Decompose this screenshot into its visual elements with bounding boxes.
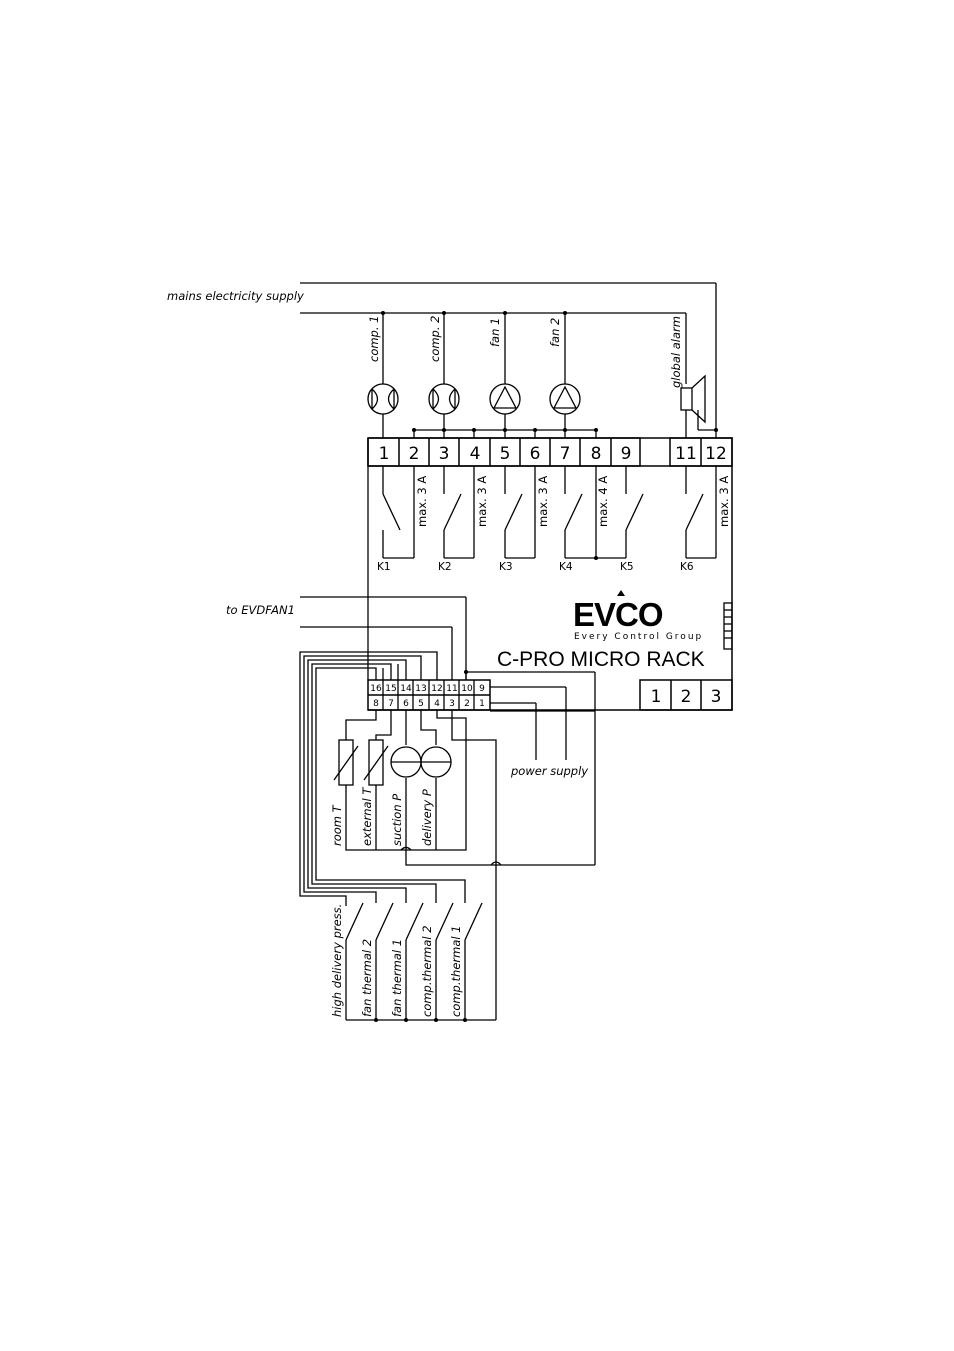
load-drops [382,313,716,438]
pin-13: 13 [415,684,426,694]
suction-p-transducer [390,746,422,778]
terminal-8: 8 [591,444,602,464]
high-delivery-press-label: high delivery press. [330,904,344,1017]
evdfan-lines [300,596,467,680]
top-terminal-block [367,437,733,467]
terminal-7: 7 [560,444,571,464]
pin-8: 8 [373,699,379,709]
external-t-label: external T [360,787,374,846]
fan2-symbol [549,383,581,415]
logo-tagline: Every Control Group [574,632,703,642]
power-supply-label: power supply [510,764,588,778]
pin-16: 16 [370,684,382,694]
pin-3: 3 [449,699,455,709]
bottom-right-terminal-block [639,679,733,711]
junction-dots [381,311,718,432]
evco-logo: EVCO Every Control Group [573,590,703,642]
comp-thermal-2-label: comp.thermal 2 [420,925,434,1017]
rating-k3: max. 3 A [536,476,550,527]
pin-12: 12 [431,684,442,694]
comp1-label: comp. 1 [367,316,381,363]
fan-thermal-1-label: fan thermal 1 [390,939,404,1017]
relay-k2-label: K2 [438,561,452,573]
pin-5: 5 [418,699,424,709]
evdfan-label: to EVDFAN1 [226,603,295,617]
mains-lines [300,282,717,438]
terminal-6: 6 [530,444,541,464]
pin-14: 14 [400,684,412,694]
terminal-12: 12 [705,444,727,464]
pin-9: 9 [479,684,485,694]
pin-4: 4 [434,699,440,709]
mains-supply-label: mains electricity supply [167,289,304,303]
pin-1: 1 [479,699,485,709]
terminal-4: 4 [470,444,481,464]
global-alarm-label: global alarm [669,316,683,388]
fan1-symbol [489,383,521,415]
model-name: C-PRO MICRO RACK [497,648,705,671]
fan2-label: fan 2 [548,318,562,347]
terminal-5: 5 [500,444,511,464]
logo-brand: EVCO [573,596,663,633]
relay-k6-label: K6 [680,561,694,573]
external-t-probe [363,739,389,786]
side-connector [723,602,733,650]
terminal-3: 3 [439,444,450,464]
room-t-label: room T [330,804,344,846]
terminal-2: 2 [409,444,420,464]
logo-triangle-icon [617,590,625,596]
pin-6: 6 [403,699,409,709]
terminal-9: 9 [621,444,632,464]
comp-thermal-1-label: comp.thermal 1 [449,925,463,1017]
terminal-1: 1 [379,444,390,464]
pin-11: 11 [446,684,457,694]
input-contacts [345,902,496,1021]
relay-k5-label: K5 [620,561,634,573]
pin-7: 7 [388,699,394,709]
alarm-horn-symbol [680,374,706,424]
relay-k4-label: K4 [559,561,573,573]
relay-contacts [382,466,717,559]
pin-2: 2 [464,699,470,709]
comp2-symbol [428,383,460,415]
signal-connector [367,679,491,711]
top-terminal-numbers: 1 2 3 4 5 6 7 8 9 11 12 [379,444,727,464]
digital-input-wires [299,651,466,903]
br-terminal-2: 2 [681,687,692,707]
rating-k4: max. 4 A [596,476,610,527]
comp1-symbol [367,383,399,415]
power-supply-lines [465,671,596,865]
comp2-label: comp. 2 [428,316,442,363]
probe-wires [345,710,595,1020]
pin-15: 15 [385,684,396,694]
relay-k3-label: K3 [499,561,513,573]
fan1-label: fan 1 [488,318,502,347]
pin-10: 10 [461,684,473,694]
relay-k1-label: K1 [377,561,391,573]
rating-k1: max. 3 A [415,476,429,527]
delivery-p-label: delivery P [420,789,434,846]
suction-p-label: suction P [390,794,404,846]
terminal-11: 11 [675,444,697,464]
br-terminal-3: 3 [711,687,722,707]
br-terminal-1: 1 [651,687,662,707]
delivery-p-transducer [420,746,452,778]
fan-thermal-2-label: fan thermal 2 [360,939,374,1017]
rating-k6: max. 3 A [717,476,731,527]
room-t-probe [333,739,359,786]
rating-k2: max. 3 A [475,476,489,527]
